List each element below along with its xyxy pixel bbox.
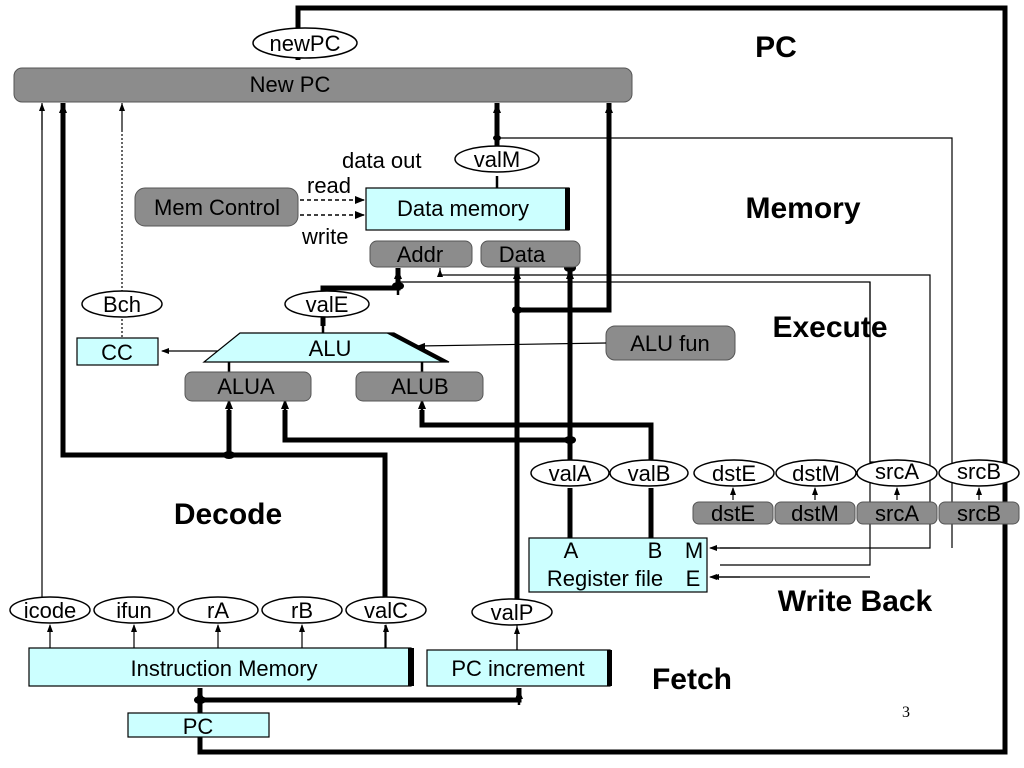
page-number: 3: [902, 704, 910, 721]
stage-execute-title: Execute: [772, 311, 887, 344]
cc-label: CC: [101, 340, 133, 365]
write-label: write: [301, 224, 348, 249]
register-file-block: A B M Register file E: [528, 537, 708, 593]
alub-block: ALUB: [355, 371, 484, 402]
imem-output-arrows: [47, 624, 520, 650]
alu-fun-block: ALU fun: [605, 325, 736, 361]
ifun-signal: ifun: [93, 596, 175, 624]
pc-fetch-wire: [197, 688, 522, 713]
pc-feedback-wire: [197, 5, 1008, 755]
dstE-signal: dstE: [693, 459, 775, 487]
reg-port-b: B: [648, 538, 663, 563]
instruction-memory-block: Instruction Memory: [28, 647, 414, 687]
data-memory-block: Data memory: [365, 187, 570, 231]
srcA-label: srcA: [875, 459, 919, 484]
icode-label: icode: [24, 598, 77, 623]
alua-block: ALUA: [184, 371, 312, 402]
mem-control-label: Mem Control: [154, 195, 280, 220]
alu-fun-label: ALU fun: [630, 331, 710, 356]
valE-label: valE: [306, 292, 349, 317]
srcB-signal: srcB: [938, 459, 1020, 487]
srcB-box-label: srcB: [957, 501, 1001, 526]
alu-label: ALU: [309, 336, 352, 361]
valA-signal: valA: [530, 459, 610, 487]
newPC-label: newPC: [270, 31, 341, 56]
reg-port-a: A: [564, 538, 579, 563]
dstM-box: dstM: [774, 501, 856, 526]
valB-signal: valB: [609, 459, 689, 487]
read-label: read: [307, 173, 351, 198]
ifun-label: ifun: [116, 598, 151, 623]
srcA-box-label: srcA: [875, 501, 919, 526]
srcA-signal: srcA: [856, 459, 938, 487]
valP-signal: valP: [471, 598, 553, 626]
alu-block: ALU: [202, 332, 450, 363]
stage-decode-title: Decode: [174, 498, 282, 531]
rA-label: rA: [207, 598, 229, 623]
dstE-label: dstE: [712, 461, 756, 486]
bch-signal: Bch: [81, 290, 163, 318]
dstM-box-label: dstM: [791, 501, 839, 526]
rB-label: rB: [291, 598, 313, 623]
valB-wire: [419, 410, 654, 462]
valP-newpc-wire: [517, 103, 612, 313]
addr-label: Addr: [397, 242, 443, 267]
valB-label: valB: [628, 461, 671, 486]
valC-label: valC: [364, 598, 408, 623]
instruction-memory-label: Instruction Memory: [130, 656, 317, 681]
pc-register-block: PC: [127, 712, 270, 739]
cc-block: CC: [76, 337, 159, 366]
reg-port-m: M: [685, 538, 703, 563]
stage-fetch-title: Fetch: [652, 663, 732, 696]
valE-signal: valE: [284, 290, 370, 318]
pc-register-label: PC: [183, 714, 214, 739]
valE-E-wire: [720, 282, 871, 566]
data-block: Data: [480, 240, 581, 268]
valM-signal: valM: [454, 145, 540, 173]
stage-pc-title: PC: [755, 31, 797, 64]
srcB-box: srcB: [938, 501, 1020, 526]
regid-arrows: [730, 487, 982, 500]
valA-label: valA: [549, 461, 592, 486]
stage-memory-title: Memory: [745, 192, 860, 225]
reg-port-e: E: [686, 566, 701, 591]
register-file-label: Register file: [547, 566, 663, 591]
mem-control-block: Mem Control: [134, 187, 299, 227]
srcB-label: srcB: [957, 459, 1001, 484]
dstE-box-label: dstE: [711, 501, 755, 526]
icode-signal: icode: [9, 596, 91, 624]
addr-block: Addr: [369, 240, 473, 268]
dstM-signal: dstM: [775, 459, 857, 487]
bch-label: Bch: [103, 292, 141, 317]
stage-writeback-title: Write Back: [778, 585, 933, 618]
data-label: Data: [499, 242, 546, 267]
new-pc-block: New PC: [13, 67, 633, 103]
valM-label: valM: [474, 147, 520, 172]
valE-M-wire: [440, 274, 931, 549]
rB-signal: rB: [261, 596, 343, 624]
rA-signal: rA: [177, 596, 259, 624]
alub-label: ALUB: [391, 374, 448, 399]
pc-increment-label: PC increment: [451, 656, 584, 681]
srcA-box: srcA: [856, 501, 938, 526]
alua-label: ALUA: [217, 374, 275, 399]
data-out-label: data out: [342, 148, 422, 173]
newPC-signal: newPC: [252, 27, 358, 59]
dstE-box: dstE: [692, 501, 774, 526]
valP-label: valP: [491, 600, 534, 625]
alufun-alu-wire: [417, 342, 607, 349]
dstM-label: dstM: [792, 461, 840, 486]
pc-increment-block: PC increment: [426, 649, 612, 687]
data-memory-label: Data memory: [397, 196, 529, 221]
new-pc-label: New PC: [250, 72, 331, 97]
junctions: [194, 135, 576, 704]
valM-wire: [497, 137, 953, 548]
valC-signal: valC: [345, 596, 427, 624]
